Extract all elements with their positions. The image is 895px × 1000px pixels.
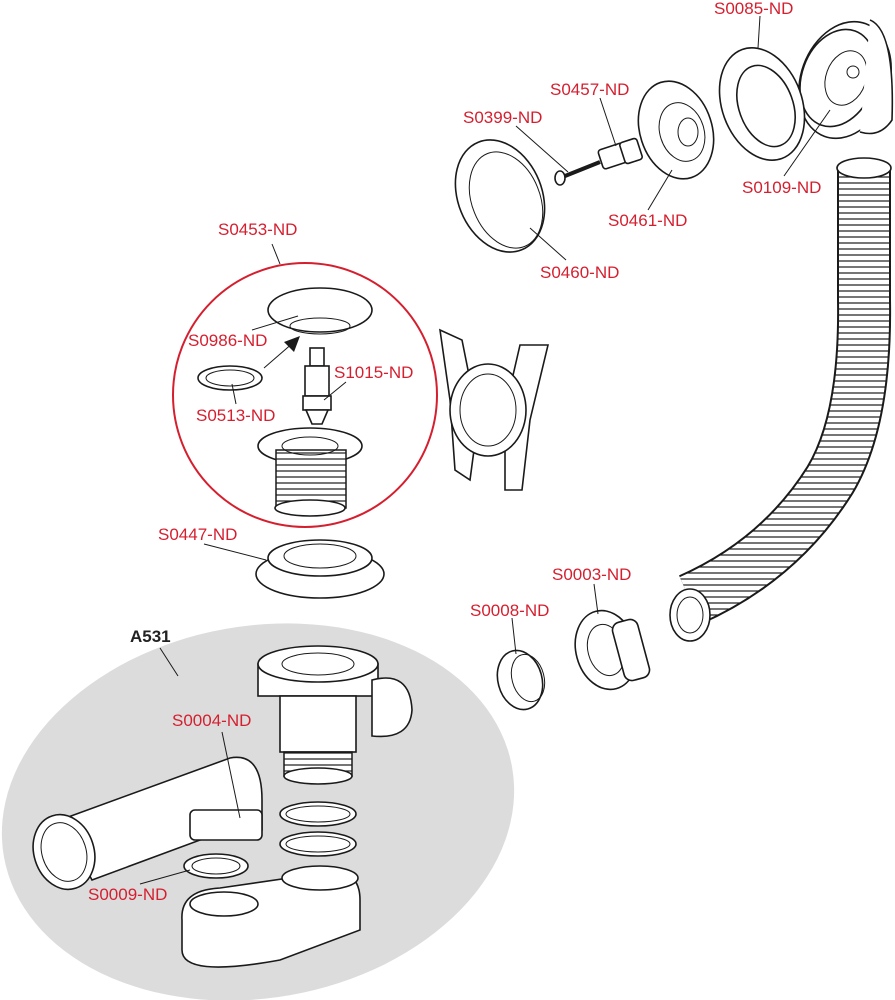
label-s0109: S0109-ND	[742, 178, 821, 197]
washer-s0447	[255, 539, 385, 599]
screw-s0399	[554, 160, 601, 186]
label-s0004: S0004-ND	[172, 711, 251, 730]
spring-mechanism-s1015	[302, 347, 332, 425]
drain-kit-highlight	[172, 262, 438, 528]
label-s0461: S0461-ND	[608, 211, 687, 230]
gasket-s0513	[197, 365, 263, 391]
leader-lines	[139, 15, 831, 885]
plug-cap-s0986	[267, 287, 373, 335]
label-s0453: S0453-ND	[218, 220, 297, 239]
label-s0447: S0447-ND	[158, 525, 237, 544]
trap-body	[257, 645, 413, 785]
label-s0003: S0003-ND	[552, 565, 631, 584]
label-s0457: S0457-ND	[550, 80, 629, 99]
drain-flange	[257, 427, 363, 517]
key-tool	[439, 328, 550, 491]
ring-s0008	[496, 649, 546, 711]
label-s0460: S0460-ND	[540, 263, 619, 282]
o-ring-upper	[279, 801, 357, 827]
o-ring-lower	[279, 831, 357, 857]
label-a531: A531	[130, 627, 171, 646]
connector-s0457	[597, 137, 643, 170]
label-s0009: S0009-ND	[88, 885, 167, 904]
label-s0986: S0986-ND	[188, 331, 267, 350]
arrow-indicator	[263, 336, 300, 369]
ring-s0085	[718, 47, 806, 161]
label-s1015: S1015-ND	[334, 363, 413, 382]
nut-s0003	[574, 609, 651, 691]
label-s0513: S0513-ND	[196, 406, 275, 425]
label-s0008: S0008-ND	[470, 601, 549, 620]
label-s0399: S0399-ND	[463, 108, 542, 127]
overflow-rosette-s0461	[637, 80, 715, 180]
overflow-elbow-s0109	[798, 19, 894, 140]
label-s0085: S0085-ND	[714, 0, 793, 18]
corrugated-hose	[669, 157, 892, 642]
outlet-pipe	[32, 756, 263, 891]
ring-s0009	[183, 853, 249, 879]
overflow-cap-s0460	[454, 139, 546, 253]
bottle-trap-base	[181, 865, 361, 968]
